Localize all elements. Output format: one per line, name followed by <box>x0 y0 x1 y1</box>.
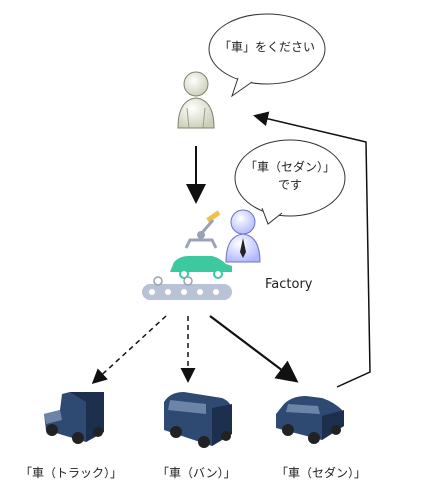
sedan-icon <box>276 396 344 444</box>
product-label-van: 「車（バン）」 <box>157 466 236 480</box>
customer-speech-bubble <box>208 13 326 98</box>
solid-arrow-sedan <box>209 315 299 383</box>
product-label-sedan: 「車（セダン）」 <box>276 466 367 480</box>
factory-speech-bubble <box>234 139 346 225</box>
product-label-truck: 「車（トラック）」 <box>20 466 123 480</box>
factory-machine-icon <box>142 210 232 300</box>
customer-bubble-text: 「車」をください <box>218 40 315 54</box>
dashed-arrow-truck <box>91 315 167 385</box>
van-icon <box>164 392 232 448</box>
truck-icon <box>44 392 104 444</box>
return-arrow <box>253 111 371 388</box>
factory-bubble-text-line2: です <box>277 178 302 192</box>
factory-bubble-text-line1: 「車（セダン）」 <box>244 160 335 174</box>
factory-worker-icon <box>225 209 261 263</box>
factory-label: Factory <box>265 277 313 292</box>
customer-person-icon <box>177 71 215 129</box>
